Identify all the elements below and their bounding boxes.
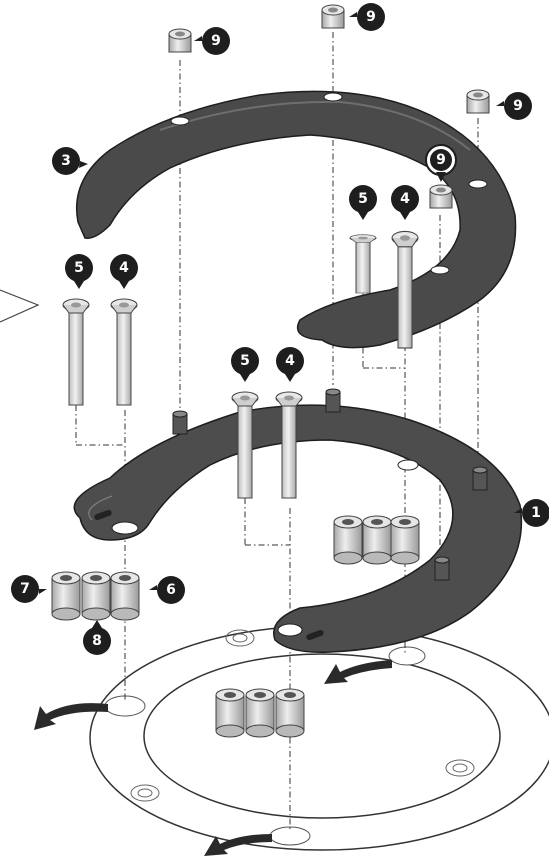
stud — [472, 466, 488, 491]
rotation-arrow-bottom — [204, 834, 272, 856]
stud — [325, 388, 341, 413]
callout-8: 8 — [83, 620, 111, 655]
callout-9: 9 — [194, 27, 230, 55]
spacer-group-middle — [333, 515, 420, 565]
callout-4: 4 — [276, 347, 304, 382]
stud — [172, 410, 188, 435]
page-indicator-pointer — [0, 289, 40, 323]
bolt-part-4 — [110, 298, 138, 406]
nut-part-9 — [321, 4, 345, 29]
callout-6: 6 — [149, 576, 185, 604]
callout-3: 3 — [52, 147, 88, 175]
svg-text:9: 9 — [366, 9, 376, 25]
rotation-arrow-right — [324, 660, 392, 684]
svg-text:6: 6 — [166, 582, 176, 598]
callout-7: 7 — [11, 575, 47, 603]
callout-9: 9 — [496, 92, 532, 120]
svg-text:4: 4 — [285, 353, 295, 369]
callout-5: 5 — [65, 254, 93, 289]
svg-text:1: 1 — [531, 505, 541, 521]
spacer-group-left — [51, 571, 140, 621]
top-ring-part-3 — [75, 90, 517, 349]
nut-part-9 — [429, 184, 453, 209]
svg-text:5: 5 — [240, 353, 250, 369]
svg-text:9: 9 — [436, 152, 446, 168]
svg-text:7: 7 — [20, 581, 30, 597]
svg-text:9: 9 — [513, 98, 523, 114]
base-ring-part-1 — [73, 404, 523, 653]
svg-text:4: 4 — [400, 191, 410, 207]
nut-part-9 — [466, 89, 490, 114]
svg-text:5: 5 — [74, 260, 84, 276]
svg-text:9: 9 — [211, 33, 221, 49]
svg-text:3: 3 — [61, 153, 71, 169]
callout-4: 4 — [391, 185, 419, 220]
callout-4: 4 — [110, 254, 138, 289]
svg-text:8: 8 — [92, 633, 102, 649]
spacer-group-bottom — [215, 688, 305, 738]
callout-5: 5 — [231, 347, 259, 382]
svg-text:4: 4 — [119, 260, 129, 276]
stud — [434, 556, 450, 581]
bolt-part-5 — [349, 234, 377, 294]
callout-5: 5 — [349, 185, 377, 220]
nut-part-9 — [168, 28, 192, 53]
svg-text:5: 5 — [358, 191, 368, 207]
callout-9: 9 — [425, 144, 457, 182]
rotation-arrow-left — [34, 703, 108, 730]
callout-1: 1 — [514, 499, 549, 527]
tank-flange-ring — [89, 625, 549, 851]
callout-9: 9 — [349, 3, 385, 31]
bolt-part-5 — [62, 298, 90, 406]
